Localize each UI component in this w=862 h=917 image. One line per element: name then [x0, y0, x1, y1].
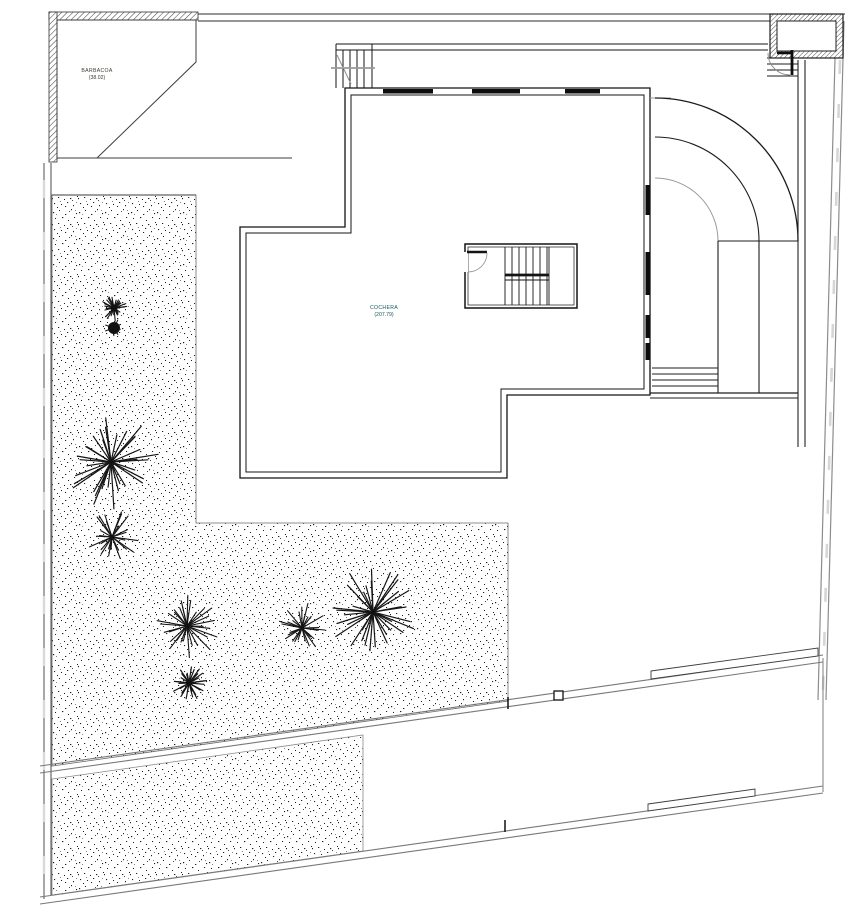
stair-break-line: [336, 54, 352, 85]
entry-stair: [331, 43, 768, 88]
gate-door-swing: [767, 52, 791, 76]
stair-door-swing: [467, 252, 488, 273]
barbacoa-label: BARBACOA: [81, 68, 112, 74]
east-wall-glazing: [645, 185, 650, 360]
terrace-wall-upper-2: [39, 661, 824, 774]
building-outer-wall: [239, 87, 651, 479]
boundary-right-highlight: [821, 59, 842, 691]
driveway-arc-middle: [654, 136, 760, 242]
tree-symbol: [332, 568, 414, 652]
barbacoa-wall-left: [48, 11, 58, 163]
exterior-stair: [652, 367, 718, 387]
terrace-walls: [39, 647, 824, 905]
tree-symbol: [173, 666, 207, 700]
barbacoa-area: BARBACOA (38.02): [48, 11, 292, 163]
tree-symbol: [156, 594, 218, 659]
gate-pillar-inner: [776, 20, 837, 52]
tree-symbol: [102, 296, 128, 322]
cochera-label: COCHERA: [370, 305, 398, 311]
terrace-post-marker: [553, 690, 564, 701]
gate-structure: [767, 13, 844, 77]
barbacoa-wall-top: [48, 11, 199, 21]
terrace-wall-lower-2: [39, 792, 824, 905]
tree-symbol: [88, 511, 139, 559]
driveway-arc-outer: [654, 97, 799, 242]
tree-symbol: [72, 417, 159, 510]
main-building: COCHERA (207.79): [239, 43, 768, 479]
building-inner-wall: [245, 94, 645, 473]
north-wall-glazing: [383, 89, 600, 94]
tree-symbol: [105, 319, 121, 337]
garden-area: [51, 194, 509, 896]
plot-boundary: [198, 13, 845, 22]
tree-symbol: [278, 602, 326, 648]
driveway-arc-inner: [654, 177, 719, 242]
cochera-area-label: (207.79): [374, 312, 394, 318]
terrace-planter-upper: [650, 647, 819, 680]
plot-boundary-right: [817, 20, 845, 701]
interior-staircase: [464, 243, 578, 309]
barbacoa-area-label: (38.02): [89, 75, 106, 81]
barbacoa-outline: [56, 19, 197, 159]
driveway: [650, 60, 806, 447]
stair-door-opening: [464, 252, 468, 272]
terrace-planter-lower: [647, 788, 756, 812]
plot-boundary-left: [42, 163, 52, 899]
garden-trees: [72, 296, 414, 700]
